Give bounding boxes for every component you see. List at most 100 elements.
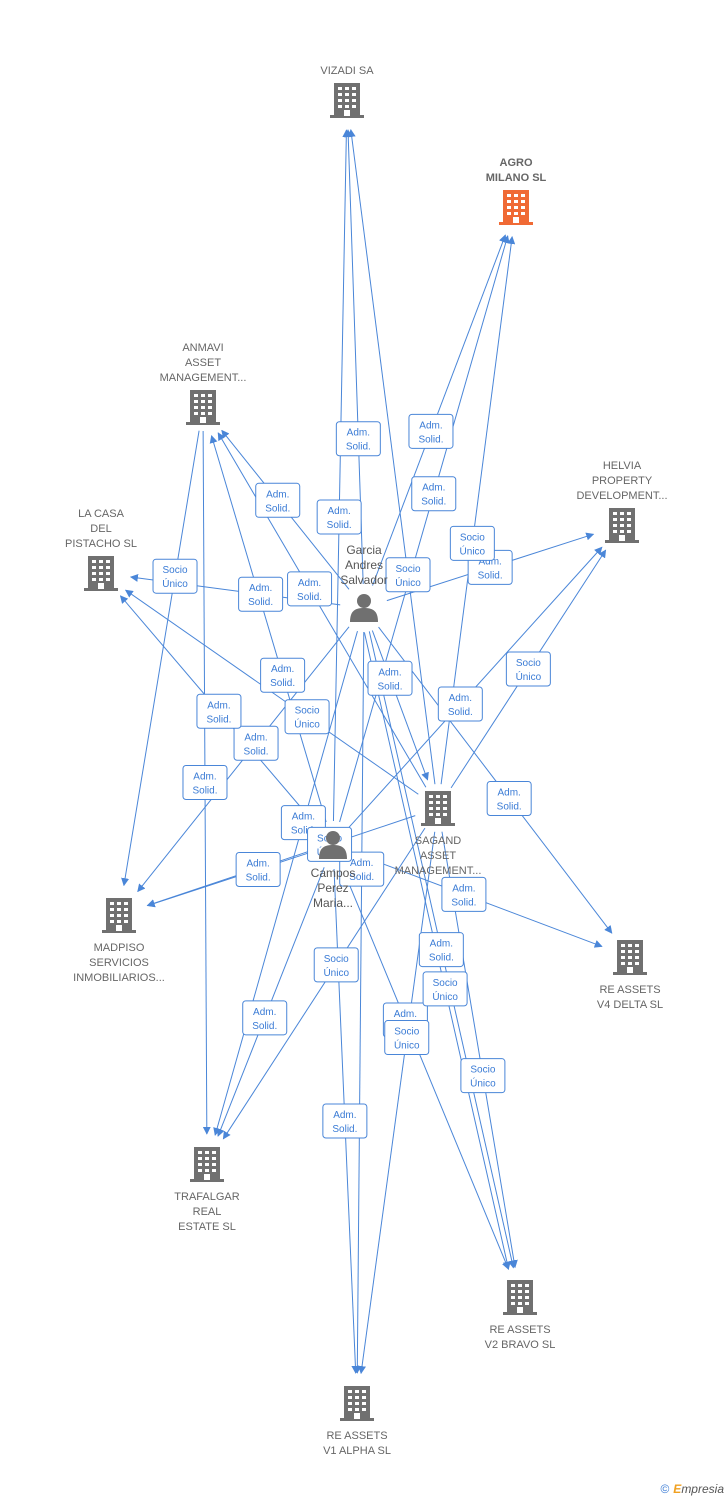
edge-label-garcia-agro[interactable]: Adm.Solid. xyxy=(408,413,454,449)
edge-label-text: Socio xyxy=(295,706,320,717)
edge-label-text: Adm. xyxy=(419,420,442,431)
company-node-sagand[interactable]: SAGANDASSETMANAGEMENT... xyxy=(395,791,482,877)
brand-initial: E xyxy=(673,1482,682,1496)
edge-label-text: Solid. xyxy=(270,678,295,689)
relationship-edge-campos-agro xyxy=(339,235,510,823)
building-icon xyxy=(330,83,364,118)
edge-label-text: Adm. xyxy=(292,812,315,823)
company-node-vizadi[interactable]: VIZADI SA xyxy=(320,65,374,118)
company-label: MANAGEMENT... xyxy=(160,372,247,384)
edge-label-box xyxy=(422,971,468,1007)
edge-label-garcia-v4delta[interactable]: Adm. Solid. xyxy=(486,780,532,816)
company-label: DEVELOPMENT... xyxy=(576,490,667,502)
relationship-edge-sagand-madpiso xyxy=(146,815,416,907)
edge-label-text: Socio xyxy=(396,564,421,575)
person-node-campos[interactable]: CamposPerezMaria... xyxy=(311,831,356,910)
edge-label-text: Solid. xyxy=(478,570,503,581)
edge-label-anmavi-trafalgar[interactable]: Adm.Solid. xyxy=(182,765,228,801)
building-icon xyxy=(421,791,455,826)
edge-label-text: Solid. xyxy=(192,786,217,797)
edge-label-text: Único xyxy=(395,576,421,589)
company-label: ASSET xyxy=(185,357,221,369)
edge-label-box xyxy=(441,876,487,912)
edge-label-text: Adm. xyxy=(253,1007,276,1018)
company-node-anmavi[interactable]: ANMAVIASSETMANAGEMENT... xyxy=(160,342,247,425)
edge-label-campos-agro[interactable]: Adm.Solid. xyxy=(411,476,457,512)
edge-label-text: Adm. xyxy=(298,578,321,589)
edge-label-text: Único xyxy=(394,1039,420,1052)
edge-label-text: Solid. xyxy=(332,1124,357,1135)
footer-brand[interactable]: ©Empresia xyxy=(660,1482,724,1496)
edge-label-text: Solid. xyxy=(451,897,476,908)
edge-label-text: Solid. xyxy=(206,714,231,725)
edge-label-text: Adm. xyxy=(249,583,272,594)
company-node-helvia[interactable]: HELVIAPROPERTYDEVELOPMENT... xyxy=(576,460,668,543)
edge-label-garcia-madpiso[interactable]: Adm.Solid. xyxy=(233,725,279,761)
relationship-edge-garcia-v1alpha xyxy=(353,631,365,1374)
edge-label-box xyxy=(238,576,284,612)
edge-label-campos-v1alpha[interactable]: Adm.Solid. xyxy=(322,1103,368,1139)
edge-label-text: Adm. xyxy=(266,489,289,500)
edge-label-garcia-v2bravo[interactable]: Adm.Solid. xyxy=(418,932,464,968)
edge-label-text: Solid. xyxy=(291,826,316,837)
edge-label-campos-trafalgar[interactable]: Adm.Solid. xyxy=(242,1000,288,1036)
relationship-edge-campos-v2bravo xyxy=(341,866,510,1271)
edge-label-box xyxy=(437,686,483,722)
edge-label-sagand-anmavi[interactable]: Adm. Solid. xyxy=(287,571,333,607)
edge-label-garcia-vizadi[interactable]: Adm.Solid. xyxy=(335,421,381,457)
edge-label-garcia-anmavi[interactable]: Adm.Solid. xyxy=(255,482,301,518)
company-label: MILANO SL xyxy=(486,172,547,184)
edge-label-campos-helvia[interactable]: Adm.Solid. xyxy=(437,686,483,722)
company-node-madpiso[interactable]: MADPISOSERVICIOSINMOBILIARIOS... xyxy=(73,898,165,984)
edge-label-campos-vizadi[interactable]: Adm.Solid. xyxy=(316,499,362,535)
edge-label-garcia-sagand[interactable]: Adm.Solid. xyxy=(367,660,413,696)
edge-label-campos-madpiso[interactable]: Adm.Solid. xyxy=(235,851,281,887)
company-label: INMOBILIARIOS... xyxy=(73,972,165,984)
relationship-edge-campos-anmavi xyxy=(209,434,327,823)
edge-label-campos-v4delta[interactable]: Adm.Solid. xyxy=(441,876,487,912)
edge-label-box xyxy=(242,1000,288,1036)
person-label: Salvador xyxy=(340,573,387,587)
edge-label-text: Único xyxy=(470,1077,496,1090)
edge-label-text: Solid. xyxy=(448,707,473,718)
edge-label-text: Único xyxy=(294,718,320,731)
edge-label-box xyxy=(460,1058,506,1094)
edge-label-box xyxy=(418,932,464,968)
relationship-edge-sagand-vizadi xyxy=(347,128,436,785)
person-label: Maria... xyxy=(313,896,353,910)
company-label: HELVIA xyxy=(603,460,642,472)
edge-label-box xyxy=(385,557,431,593)
edges-layer xyxy=(119,128,613,1375)
edge-label-text: Solid. xyxy=(429,953,454,964)
edge-label-box xyxy=(182,765,228,801)
edge-label-garcia-lacasa[interactable]: Adm.Solid. xyxy=(238,576,284,612)
edge-label-text: Adm. xyxy=(498,787,521,798)
edge-label-text: Solid. xyxy=(497,801,522,812)
company-label: RE ASSETS xyxy=(489,1324,550,1336)
edge-label-campos-anmavi[interactable]: Adm.Solid. xyxy=(260,657,306,693)
company-label: VIZADI SA xyxy=(320,65,374,77)
relationship-edge-sagand-anmavi xyxy=(217,432,427,788)
edge-label-campos-lacasa[interactable]: Adm.Solid. xyxy=(196,693,242,729)
edge-label-text: Solid. xyxy=(297,592,322,603)
edge-label-box xyxy=(505,651,551,687)
edge-label-text: Adm. xyxy=(350,858,373,869)
edge-label-box xyxy=(313,947,359,983)
